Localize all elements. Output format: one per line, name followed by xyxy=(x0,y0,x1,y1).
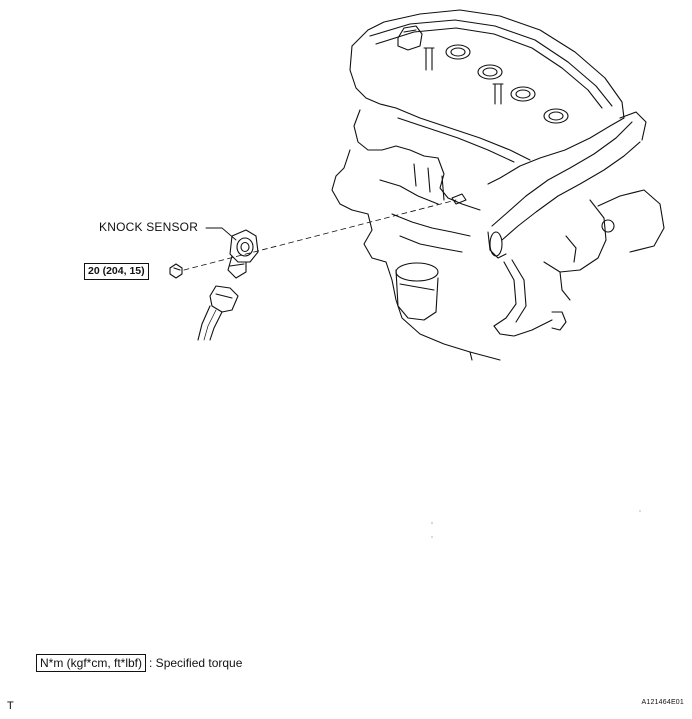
figure-code: A121464E01 xyxy=(641,699,684,706)
knock-sensor-part xyxy=(205,227,259,279)
torque-spec-box: 20 (204, 15) xyxy=(84,263,149,280)
legend-unit-box: N*m (kgf*cm, ft*lbf) xyxy=(36,654,147,672)
sensor-wire-connector xyxy=(197,285,239,341)
sensor-bolt xyxy=(169,263,183,279)
scan-artifacts xyxy=(431,509,641,539)
engine-block xyxy=(331,9,665,361)
knock-sensor-label: KNOCK SENSOR xyxy=(99,220,199,234)
torque-legend: N*m (kgf*cm, ft*lbf) : Specified torque xyxy=(36,654,242,672)
dashed-mount-line xyxy=(183,199,457,271)
legend-description: : Specified torque xyxy=(149,656,243,670)
corner-mark: T xyxy=(7,700,14,712)
